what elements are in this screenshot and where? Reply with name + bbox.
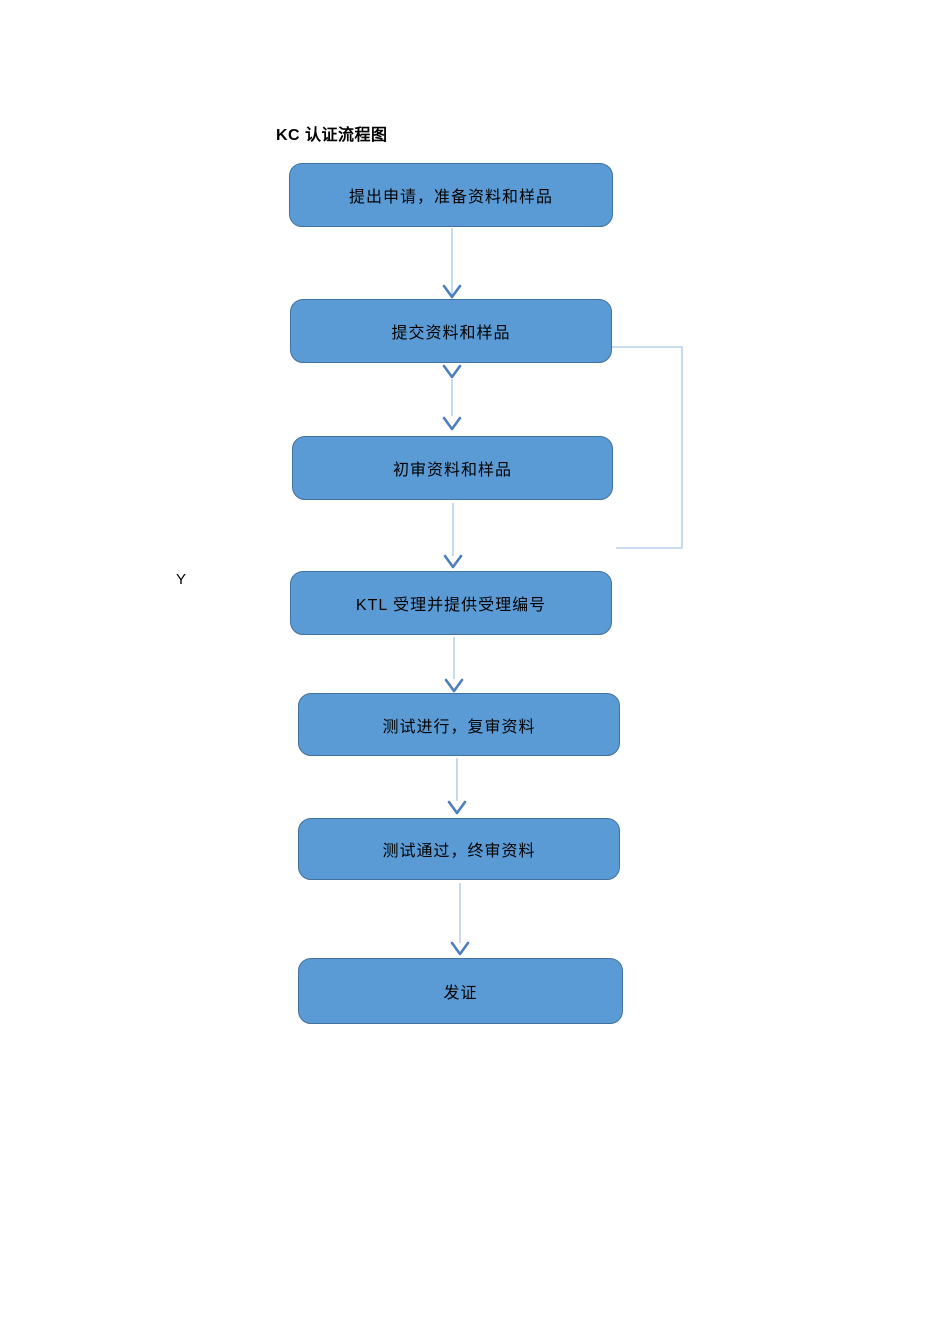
branch-label-y: Y: [176, 571, 187, 588]
flow-node-test-passed: 测试通过，终审资料: [298, 818, 620, 880]
flow-node-ktl-accept: KTL 受理并提供受理编号: [290, 571, 612, 635]
arrowhead-icon: [443, 554, 463, 569]
arrowhead-icon: [442, 364, 462, 379]
arrowhead-icon: [442, 284, 462, 299]
flow-node-label: 发证: [443, 985, 478, 1002]
arrowhead-icon: [450, 941, 470, 956]
flow-node-label: KTL 受理并提供受理编号: [355, 597, 547, 614]
flow-node-label: 测试进行，复审资料: [382, 718, 536, 736]
feedback-connector-line: [612, 346, 683, 549]
flow-node-label: 测试通过，终审资料: [382, 843, 536, 860]
flow-node-label: 提出申请，准备资料和样品: [348, 189, 553, 206]
flow-node-label: 提交资料和样品: [391, 325, 511, 342]
page-title: KC 认证流程图: [276, 127, 388, 144]
flow-node-label: 初审资料和样品: [392, 462, 512, 479]
flow-node-initial-review: 初审资料和样品: [292, 436, 613, 500]
arrowhead-icon: [444, 678, 464, 693]
flow-node-apply: 提出申请，准备资料和样品: [289, 163, 613, 227]
flow-node-issue-certificate: 发证: [298, 958, 623, 1024]
flow-node-testing: 测试进行，复审资料: [298, 693, 620, 756]
arrowhead-icon: [447, 800, 467, 815]
flow-node-submit: 提交资料和样品: [290, 299, 612, 363]
arrowhead-icon: [442, 416, 462, 431]
